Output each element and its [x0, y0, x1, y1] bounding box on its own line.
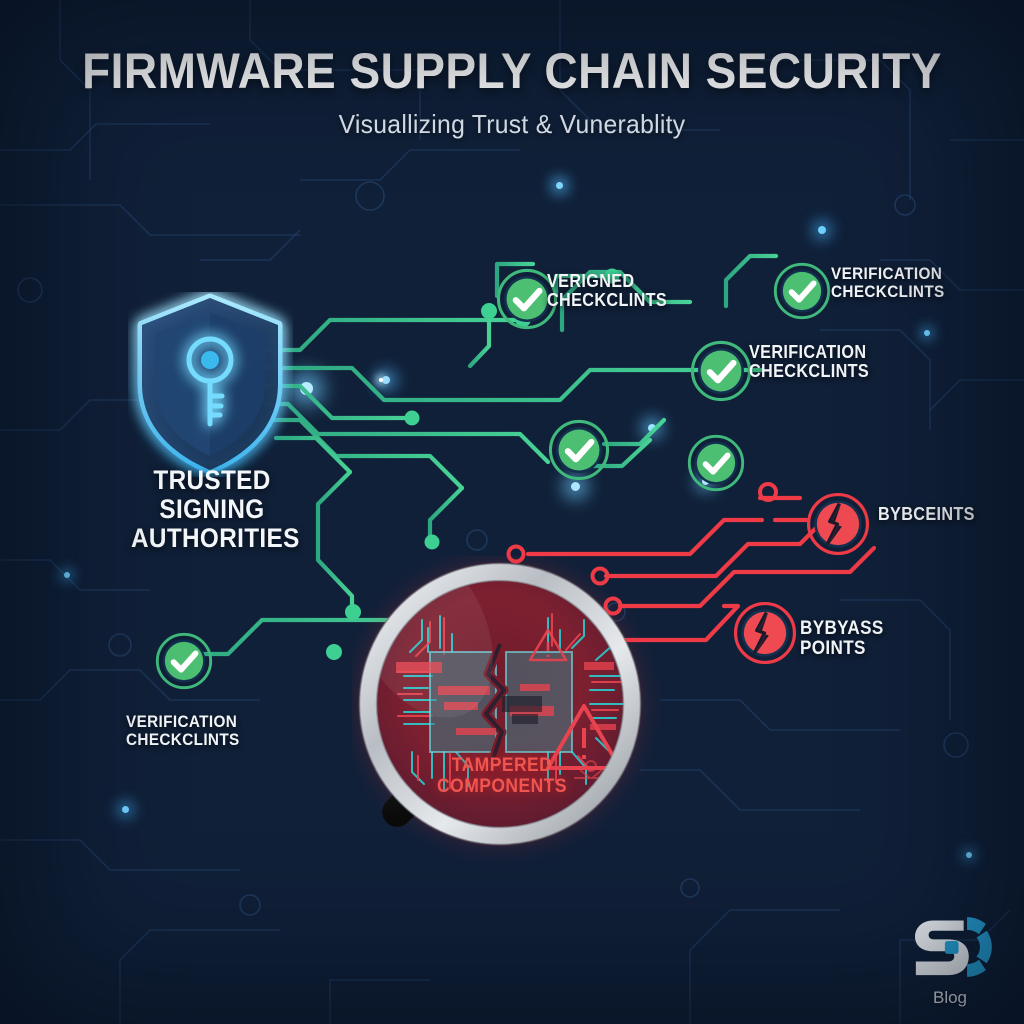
check-circle-icon	[690, 340, 752, 402]
warning-triangle-icon	[546, 704, 622, 770]
shield-key-icon	[137, 293, 283, 475]
broken-shield-icon	[806, 492, 870, 556]
magnifier-node[interactable]	[352, 556, 792, 956]
risk-node-label-bybyass-points: BYBYASS POINTS	[800, 618, 884, 660]
trust-node-label-verification-checkclints-mid-right: VERIFICATION CHECKCLINTS	[749, 342, 870, 382]
broken-shield-icon	[733, 601, 797, 665]
logo-text: Blog	[932, 988, 968, 1007]
sc-monogram-icon	[915, 917, 992, 977]
check-circle-icon	[687, 434, 745, 492]
cracked-microchip-icon	[396, 613, 626, 791]
risk-node-label-bybceints: BYBCEINTS	[878, 504, 975, 524]
trust-node-label-verification-checkclints-bottom-left: VERIFICATION CHECKCLINTS	[126, 712, 240, 750]
trust-node-check-node-center[interactable]	[548, 419, 610, 481]
trust-node-verification-checkclints-top-right[interactable]	[773, 262, 831, 320]
tampered-components-label: TAMPERED COMPONENTS	[437, 755, 567, 798]
warning-triangle-icon	[528, 628, 568, 662]
check-circle-icon	[548, 419, 610, 481]
check-circle-icon	[155, 632, 213, 690]
magnifying-glass-icon	[358, 562, 642, 846]
trust-node-label-verification-checkclints-top-right: VERIFICATION CHECKCLINTS	[831, 264, 945, 302]
trust-node-verification-checkclints-bottom-left[interactable]	[155, 632, 213, 690]
risk-node-bybceints[interactable]	[806, 492, 870, 556]
page-title: FIRMWARE SUPPLY CHAIN SECURITY	[82, 43, 942, 99]
check-circle-icon	[773, 262, 831, 320]
shield-label: TRUSTED SIGNING AUTHORITIES	[131, 465, 300, 553]
trust-node-verigned-checkclints[interactable]	[496, 268, 558, 330]
risk-node-bybyass-points[interactable]	[733, 601, 797, 665]
header: FIRMWARE SUPPLY CHAIN SECURITY Visualliz…	[0, 46, 1024, 140]
page-subtitle: Visuallizing Trust & Vunerablity	[338, 109, 686, 139]
risk-trace-endpoints	[506, 482, 778, 616]
trusted-signing-authorities-node[interactable]	[128, 292, 293, 477]
logo[interactable]: Blog	[898, 912, 1002, 1008]
check-circle-icon	[496, 268, 558, 330]
trust-node-label-verigned-checkclints: VERIGNED CHECKCLINTS	[547, 271, 668, 311]
trust-node-check-node-center-right[interactable]	[687, 434, 745, 492]
trust-trace-group	[183, 253, 779, 673]
trust-node-verification-checkclints-mid-right[interactable]	[690, 340, 752, 402]
risk-trace-group	[525, 495, 877, 643]
